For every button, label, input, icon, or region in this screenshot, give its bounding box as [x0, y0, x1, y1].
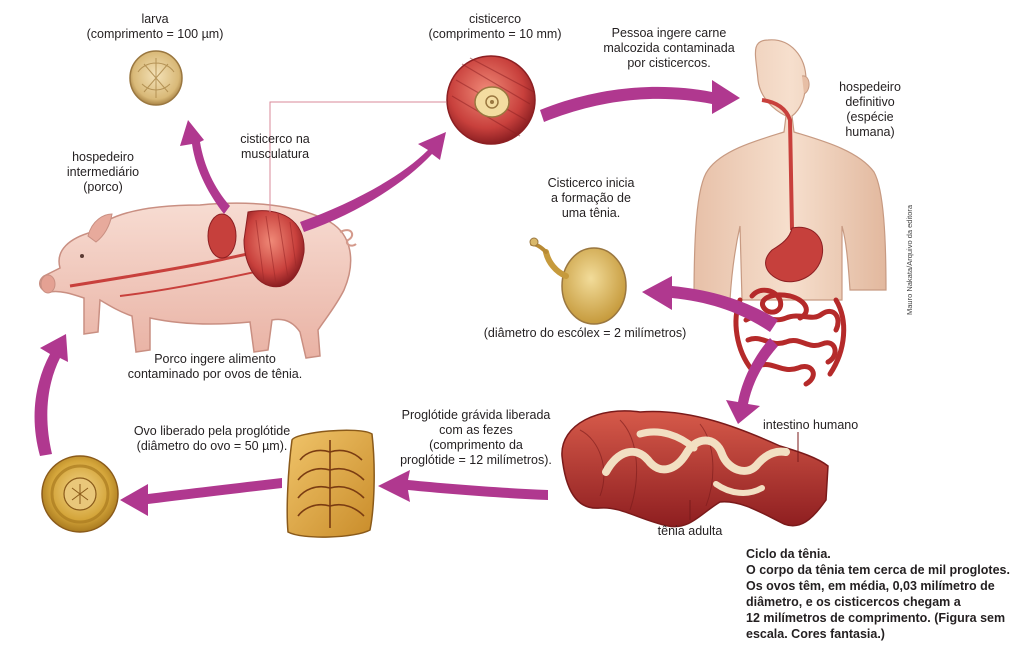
intestine-with-adult-tapeworm — [561, 410, 829, 528]
pig-tail — [339, 229, 357, 247]
caption-line-2: Os ovos têm, em média, 0,03 milímetro de — [746, 579, 995, 593]
label-cysticercus-starts-tapeworm: Cisticerco inicia a formação de uma têni… — [547, 176, 635, 220]
label-scolex-diameter: (diâmetro do escólex = 2 milímetros) — [483, 326, 687, 340]
label-definitive-host: hospedeiro definitivo (espécie humana) — [839, 80, 901, 139]
label-person-eats-meat: Pessoa ingere carne malcozida contaminad… — [603, 26, 735, 70]
human-esophagus — [761, 98, 794, 231]
pig-stomach — [207, 213, 237, 259]
caption-line-5: escala. Cores fantasia.) — [746, 627, 885, 641]
arrow-human-to-scolex — [642, 276, 778, 332]
arrow-stomach-to-larva — [180, 120, 230, 214]
scolex-forming-tapeworm — [529, 237, 627, 325]
intestine-segment — [561, 410, 829, 528]
intestine-folds — [579, 419, 714, 511]
tapeworm-egg — [41, 455, 119, 533]
cysticercus-magnified — [446, 55, 536, 145]
label-adult-tapeworm: tênia adulta — [657, 524, 723, 538]
label-intermediate-host: hospedeiro intermediário (porco) — [66, 150, 140, 194]
gravid-proglottid — [286, 429, 375, 538]
pig-intermediate-host — [39, 202, 357, 359]
label-gravid-proglottid: Proglótide grávida liberada com as fezes… — [400, 408, 552, 467]
image-credit: Mauro Nakata/Arquivo da editora — [905, 204, 914, 315]
arrow-meat-to-human — [540, 80, 740, 122]
caption-line-1: O corpo da tênia tem cerca de mil proglo… — [746, 563, 1010, 577]
pig-ear — [87, 213, 113, 243]
pig-thigh-muscle — [243, 210, 305, 288]
human-ear — [801, 75, 810, 95]
human-stomach — [765, 226, 824, 283]
pig-muscle-fibers — [255, 213, 297, 285]
caption-line-3: diâmetro, e os cisticercos chegam a — [746, 595, 961, 609]
label-human-intestine: intestino humano — [763, 418, 859, 432]
human-intestines — [733, 287, 847, 387]
adult-tapeworm — [602, 436, 790, 476]
arrow-proglottid-to-egg — [120, 478, 282, 516]
label-egg-released: Ovo liberado pela proglótide (diâmetro d… — [133, 424, 291, 453]
muscle-connector-line — [269, 101, 446, 212]
arrow-adult-to-proglottid — [378, 470, 548, 502]
cycle-arrows — [34, 80, 778, 516]
label-cysticercus-in-muscle: cisticerco na musculatura — [240, 132, 310, 161]
arrow-muscle-to-cysticercus — [300, 132, 446, 232]
caption-title: Ciclo da tênia. — [746, 547, 831, 561]
label-pig-eats-eggs: Porco ingere alimento contaminado por ov… — [127, 352, 303, 381]
label-larva: larva (comprimento = 100 µm) — [86, 12, 224, 41]
larva-illustration — [129, 50, 183, 106]
human-definitive-host — [693, 39, 887, 387]
arrow-intestine-to-adult — [726, 338, 778, 424]
arrow-egg-to-pig — [34, 334, 68, 456]
pig-snout — [40, 274, 56, 294]
label-cysticercus: cisticerco (comprimento = 10 mm) — [428, 12, 562, 41]
pig-eye — [80, 254, 84, 258]
figure-caption: Ciclo da tênia. O corpo da tênia tem cer… — [746, 546, 1022, 642]
caption-line-4: 12 milímetros de comprimento. (Figura se… — [746, 611, 1006, 625]
